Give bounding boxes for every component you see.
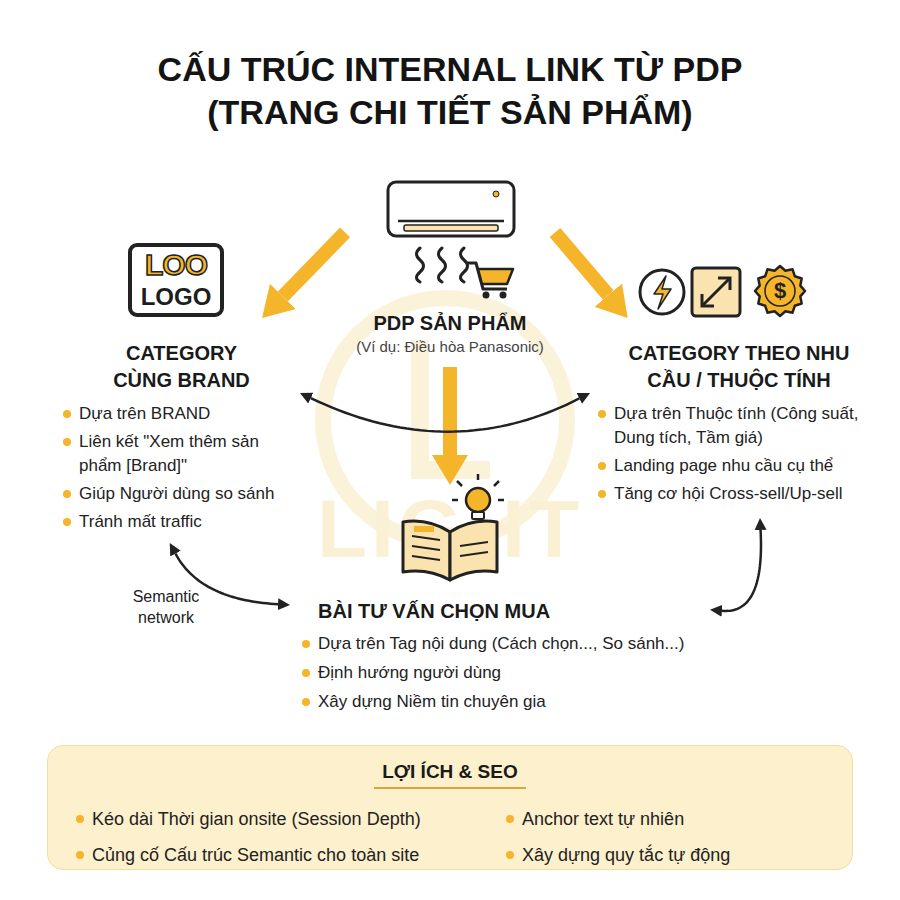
diagram-title: CẤU TRÚC INTERNAL LINK TỪ PDP (TRANG CHI… bbox=[130, 48, 770, 134]
cart-basket bbox=[478, 269, 513, 284]
bullet-text: Liên kết "Xem thêm sản phẩm [Brand]" bbox=[63, 430, 300, 478]
logo-letters: LOO bbox=[130, 249, 222, 281]
size-icon-arrowhead bbox=[718, 278, 730, 290]
bullet-text: Củng cố Cấu trúc Semantic cho toàn site bbox=[76, 843, 506, 867]
node-heading: CATEGORY CÙNG BRAND bbox=[107, 340, 257, 394]
bullet-grid: Kéo dài Thời gian onsite (Session Depth)… bbox=[76, 803, 824, 867]
price-badge-ring bbox=[765, 276, 795, 306]
lightning-bolt bbox=[654, 276, 671, 309]
power-icon-ring bbox=[640, 270, 684, 314]
need-category-node: CATEGORY THEO NHU CẦU / THUỘC TÍNH Dựa tr… bbox=[590, 318, 880, 518]
dollar-sign: $ bbox=[765, 277, 795, 305]
idea-bulb-base bbox=[472, 512, 484, 519]
product-node: PDP SẢN PHẨM(Ví dụ: Điều hòa Panasonic) bbox=[345, 172, 555, 367]
bullet-text: Định hướng người dùng bbox=[302, 661, 710, 685]
bullet-text: Dựa trên BRAND bbox=[63, 402, 300, 426]
book-text-line bbox=[460, 542, 488, 546]
size-icon-arrow bbox=[702, 278, 730, 306]
flow-arrow bbox=[555, 232, 608, 295]
relation-arrow bbox=[311, 398, 580, 432]
ac-flap bbox=[404, 225, 498, 231]
book-text-line bbox=[412, 536, 440, 540]
bullet-text: Kéo dài Thời gian onsite (Session Depth) bbox=[76, 807, 506, 831]
brand-category-node: CATEGORY CÙNG BRAND Dựa trên BRAND Liên kế… bbox=[55, 318, 300, 543]
bullet-text: Xây dựng quy tắc tự động bbox=[506, 843, 824, 867]
bullet-text: Xây dựng Niềm tin chuyên gia bbox=[302, 690, 710, 714]
book-text-line bbox=[412, 546, 440, 550]
book-text-line bbox=[412, 556, 440, 560]
watermark-mark bbox=[420, 340, 490, 470]
node-heading: BÀI TƯ VẤN CHỌN MUA bbox=[302, 598, 710, 624]
air-wave bbox=[417, 248, 424, 282]
flow-arrow bbox=[443, 367, 457, 455]
node-subtitle: (Ví dụ: Điều hòa Panasonic) bbox=[345, 336, 555, 358]
bullet-text: Tăng cơ hội Cross-sell/Up-sell bbox=[598, 482, 880, 506]
bulb-ray bbox=[498, 499, 504, 502]
bulb-ray bbox=[452, 499, 458, 502]
ac-vent-line bbox=[398, 220, 504, 223]
cart-wheel bbox=[500, 292, 507, 299]
price-badge bbox=[755, 266, 805, 316]
ac-led bbox=[493, 191, 499, 197]
guide-article-node: BÀI TƯ VẤN CHỌN MUA Dựa trên Tag nội dung… bbox=[290, 485, 710, 720]
book-right-page bbox=[450, 521, 497, 580]
logo-word: LOGO bbox=[130, 283, 222, 311]
bullet-text: Landing page nhu cầu cụ thể bbox=[598, 454, 880, 478]
air-wave bbox=[461, 248, 468, 282]
logo-icon-frame bbox=[130, 245, 222, 315]
bullet-text: Dựa trên Tag nội dung (Cách chọn..., So … bbox=[302, 632, 710, 656]
panel-heading: LỢI ÍCH & SEO bbox=[374, 760, 526, 789]
book-highlight bbox=[414, 526, 434, 532]
size-icon-frame bbox=[692, 268, 740, 316]
book-left-page bbox=[403, 521, 450, 580]
idea-bulb bbox=[466, 488, 490, 512]
relation-arrow bbox=[722, 530, 761, 611]
bullet-text: Giúp Người dùng so sánh bbox=[63, 482, 300, 506]
flow-arrow bbox=[283, 232, 345, 296]
edge-label: Semantic network bbox=[126, 586, 206, 628]
ac-body bbox=[388, 182, 514, 236]
bullet-text: Anchor text tự nhiên bbox=[506, 807, 824, 831]
cart-wheel bbox=[483, 292, 490, 299]
benefit-panel: LỢI ÍCH & SEO Kéo dài Thời gian onsite (S… bbox=[47, 745, 853, 870]
bullet-text: Dựa trên Thuộc tính (Công suất, Dung tíc… bbox=[598, 402, 880, 450]
book-text-line bbox=[460, 552, 488, 556]
relation-arrow bbox=[176, 554, 279, 605]
size-icon-arrowhead bbox=[702, 294, 714, 306]
bulb-ray bbox=[477, 474, 480, 480]
node-heading: PDP SẢN PHẨM bbox=[345, 310, 555, 336]
air-wave bbox=[439, 248, 446, 282]
bullet-text: Tránh mất traffic bbox=[63, 510, 300, 534]
node-heading: CATEGORY THEO NHU CẦU / THUỘC TÍNH bbox=[614, 340, 864, 394]
